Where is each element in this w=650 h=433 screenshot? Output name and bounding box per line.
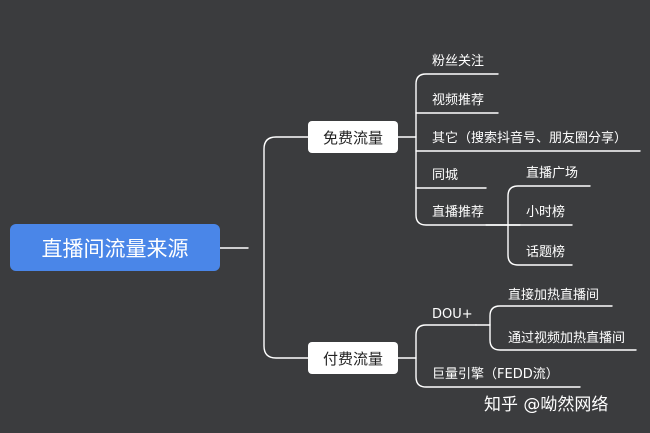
connector-free-trunk (415, 73, 521, 226)
branch-free-traffic: 免费流量 (308, 121, 398, 153)
leaf-live-recommend: 直播推荐 (432, 205, 485, 220)
leaf-hourly-rank: 小时榜 (526, 205, 566, 220)
leaf-fans-follow: 粉丝关注 (432, 54, 485, 69)
connector-dou-trunk (489, 305, 637, 351)
leaf-live-square: 直播广场 (526, 166, 579, 181)
watermark: 知乎 @呦然网络 (484, 395, 609, 415)
root-node: 直播间流量来源 (10, 224, 220, 271)
leaf-other-sources: 其它（搜索抖音号、朋友圈分享） (432, 131, 628, 146)
leaf-dou-plus: DOU+ (432, 307, 473, 322)
branch-paid-traffic: 付费流量 (308, 342, 398, 374)
leaf-ocean-engine: 巨量引擎（FEDD流） (432, 367, 559, 382)
leaf-topic-rank: 话题榜 (526, 245, 566, 260)
leaf-video-recommend: 视频推荐 (432, 93, 485, 108)
leaf-video-boost: 通过视频加热直播间 (508, 331, 626, 346)
leaf-direct-boost: 直接加热直播间 (508, 288, 600, 303)
connector-paid-trunk (415, 324, 581, 388)
connector-root-branches (263, 136, 309, 359)
leaf-same-city: 同城 (432, 168, 459, 183)
